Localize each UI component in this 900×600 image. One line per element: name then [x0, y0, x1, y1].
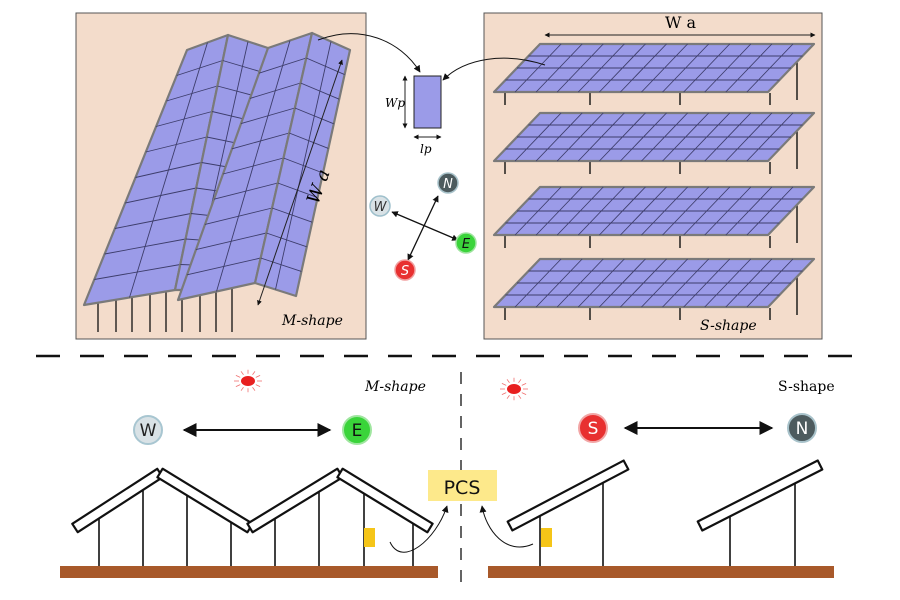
s-shape-dimension-label: W a [665, 13, 697, 32]
svg-text:W: W [374, 200, 388, 215]
roof-east-face-1 [156, 467, 254, 534]
east-icon: E [342, 415, 372, 445]
svg-text:N: N [443, 177, 453, 192]
compass-east-icon: E [455, 232, 477, 254]
module-height-label: Wp [385, 96, 405, 110]
svg-text:N: N [796, 419, 809, 439]
svg-text:S: S [401, 264, 409, 279]
connector-arrow-from-m [317, 33, 421, 73]
compass: N W E S [369, 172, 477, 281]
single-module [413, 75, 442, 129]
roof-east-face-2 [336, 467, 434, 534]
m-shape-side-view: M-shape W E [60, 369, 449, 578]
m-shape-label: M-shape [281, 313, 343, 329]
array-legs [504, 131, 798, 174]
ground-left [60, 566, 438, 578]
compass-south-icon: S [394, 259, 416, 281]
compass-axis-nw-se [391, 211, 459, 241]
array-legs [504, 277, 798, 320]
s-shape-tilted-structures [506, 459, 824, 566]
roof-west-face-2 [246, 467, 344, 534]
array-legs [504, 205, 798, 248]
s-array-row-2 [492, 111, 816, 163]
roof-west-face-1 [71, 467, 164, 534]
compass-north-icon: N [437, 172, 459, 194]
s-array-row-1 [492, 42, 816, 94]
s-shape-side-view: S-shape S N [479, 377, 835, 578]
s-shape-arrays [492, 42, 816, 320]
tilted-panel [696, 459, 824, 532]
south-icon: S [578, 413, 608, 443]
svg-text:S: S [588, 419, 599, 439]
s-array-row-3 [492, 185, 816, 237]
ground-right [488, 566, 834, 578]
connector-arrow-from-s [442, 57, 546, 81]
svg-text:W: W [140, 421, 157, 441]
sun-icon [500, 377, 528, 401]
pcs-box [428, 470, 497, 501]
battery-to-pcs-arrow-left [389, 505, 449, 553]
module-width-label: lp [420, 142, 432, 156]
m-shape-panel: W a M-shape [75, 12, 367, 340]
west-icon: W [133, 415, 163, 445]
battery-to-pcs-arrow-right [479, 505, 534, 548]
array-legs [504, 62, 798, 105]
m-shape-roof-structure [71, 467, 434, 566]
s-shape-panel: W a S-shape [483, 12, 823, 340]
pcs-unit: PCS [428, 470, 497, 501]
compass-axis-ne-sw [407, 195, 439, 261]
battery-left-icon [364, 528, 375, 547]
tilted-panel [506, 459, 630, 532]
battery-right-icon [541, 528, 552, 547]
svg-text:E: E [462, 237, 471, 252]
s-array-row-4 [492, 257, 816, 309]
pcs-label: PCS [444, 477, 481, 499]
svg-text:E: E [352, 421, 363, 441]
m-shape-dimension-line [257, 59, 343, 306]
module-detail: Wp lp [317, 33, 546, 156]
m-shape-side-title: M-shape [364, 379, 426, 395]
s-shape-label: S-shape [700, 318, 757, 334]
north-icon: N [787, 413, 817, 443]
sun-icon [234, 369, 262, 393]
s-shape-side-title: S-shape [778, 379, 835, 395]
compass-west-icon: W [369, 195, 391, 217]
